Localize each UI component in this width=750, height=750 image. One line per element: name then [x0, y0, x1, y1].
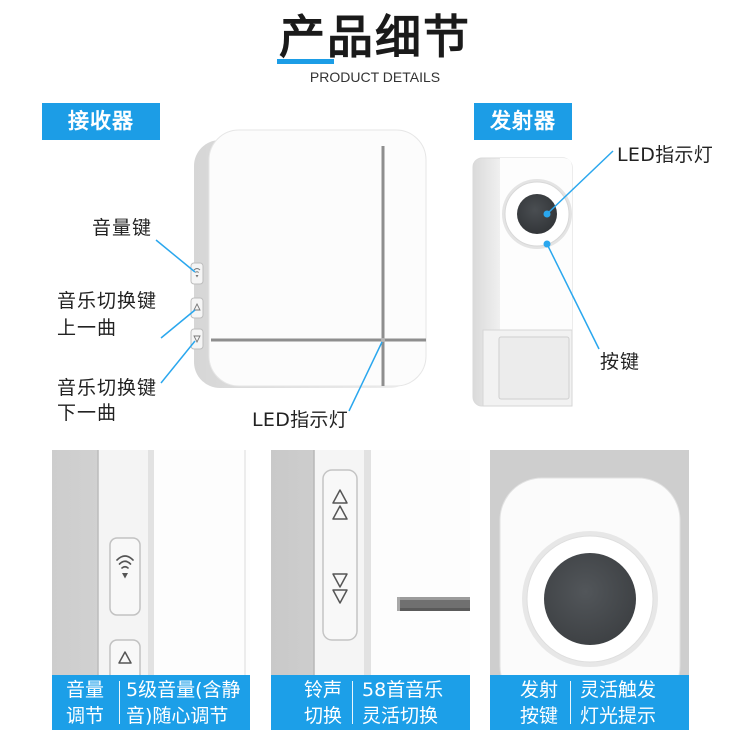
caption-divider: [570, 681, 571, 724]
transmitter-button-detail-photo: [490, 450, 689, 675]
transmitter-button-leader: [546, 243, 600, 350]
detail-title: 音量 调节: [52, 677, 118, 729]
detail-description: 5级音量(含静 音)随心调节: [126, 677, 241, 729]
detail-caption-transmitter-button: 发射 按键 灵活触发 灯光提示: [490, 675, 689, 730]
product-illustration: [155, 129, 614, 412]
next-key-leader: [160, 340, 196, 384]
prev-key-leader: [160, 309, 196, 339]
detail-description-line: 58首音乐: [362, 679, 444, 701]
led-button: [544, 553, 636, 645]
receiver-led-leader: [348, 341, 383, 412]
detail-description-line: 音)随心调节: [126, 705, 229, 727]
next-key-label: 音乐切换键: [57, 377, 158, 399]
detail-description: 灵活触发 灯光提示: [580, 677, 656, 729]
led-light-strip: [397, 597, 470, 611]
volume-detail-photo: [52, 450, 250, 675]
title-accent-bar: [277, 59, 334, 64]
detail-title: 铃声 切换: [293, 677, 353, 729]
transmitter-led-button: [517, 194, 557, 234]
volume-button: [109, 537, 141, 616]
volume-indicator-icon: [122, 573, 128, 579]
receiver-front-face: [371, 450, 470, 675]
arrow-up-icon: [118, 651, 132, 664]
next-key-sublabel: 下一曲: [57, 402, 118, 424]
transmitter-device: [472, 157, 573, 407]
receiver-device: [190, 129, 427, 388]
receiver-leader-lines: [155, 239, 383, 412]
detail-title-line: 切换: [303, 705, 342, 727]
double-arrow-up-icon: [332, 489, 348, 520]
transmitter-led-leader: [546, 150, 614, 215]
receiver-led-label: LED指示灯: [252, 409, 349, 431]
detail-panel-volume: 音量 调节 5级音量(含静 音)随心调节: [52, 450, 250, 730]
detail-description: 58首音乐 灵活切换: [362, 677, 443, 729]
receiver-front: [208, 129, 427, 387]
arrow-up-icon: [193, 302, 201, 311]
detail-title-line: 铃声: [303, 679, 342, 701]
transmitter-badge: 发射器: [474, 103, 572, 140]
transmitter-led-label: LED指示灯: [617, 144, 714, 166]
receiver-prev-button: [190, 297, 204, 319]
volume-icon: [193, 268, 201, 273]
detail-caption-volume: 音量 调节 5级音量(含静 音)随心调节: [52, 675, 250, 730]
detail-title-line: 按键: [519, 705, 558, 727]
volume-key-leader: [155, 239, 196, 273]
transmitter-led-leader-dot: [543, 210, 551, 218]
receiver-led-point: [381, 338, 385, 342]
transmitter-button-leader-dot: [543, 240, 551, 248]
detail-title-line: 音量: [65, 679, 104, 701]
volume-key-label: 音量键: [92, 217, 153, 239]
music-up-button: [109, 639, 141, 675]
edge-shading: [364, 450, 371, 675]
detail-panel-ringtone: 铃声 切换 58首音乐 灵活切换: [271, 450, 470, 730]
receiver-front-face: [154, 450, 250, 675]
volume-icon: [116, 555, 134, 569]
receiver-volume-button: [190, 262, 204, 285]
transmitter-button-label: 按键: [600, 351, 641, 373]
caption-divider: [352, 681, 353, 724]
music-switch-button: [322, 469, 358, 641]
volume-indicator-icon: [195, 275, 199, 278]
prev-key-sublabel: 上一曲: [57, 317, 118, 339]
transmitter-window: [498, 336, 570, 400]
detail-title-line: 发射: [519, 679, 558, 701]
arrow-down-icon: [193, 335, 201, 344]
detail-description-line: 灵活触发: [580, 679, 657, 701]
detail-description-line: 5级音量(含静: [126, 679, 241, 701]
receiver-next-button: [190, 328, 204, 350]
prev-key-label: 音乐切换键: [57, 290, 158, 312]
detail-description-line: 灯光提示: [580, 705, 657, 727]
detail-panel-transmitter-button: 发射 按键 灵活触发 灯光提示: [490, 450, 689, 730]
detail-caption-ringtone: 铃声 切换 58首音乐 灵活切换: [271, 675, 470, 730]
page-title: 产品细节: [279, 10, 471, 64]
transmitter-leader-lines: [543, 150, 614, 350]
double-arrow-down-icon: [332, 573, 348, 604]
detail-title: 发射 按键: [509, 677, 569, 729]
detail-title-line: 调节: [65, 705, 104, 727]
caption-divider: [119, 681, 120, 724]
edge-shading: [148, 450, 154, 675]
page-subtitle: PRODUCT DETAILS: [309, 69, 441, 85]
receiver-badge: 接收器: [42, 103, 160, 140]
ringtone-detail-photo: [271, 450, 470, 675]
detail-description-line: 灵活切换: [362, 705, 439, 727]
